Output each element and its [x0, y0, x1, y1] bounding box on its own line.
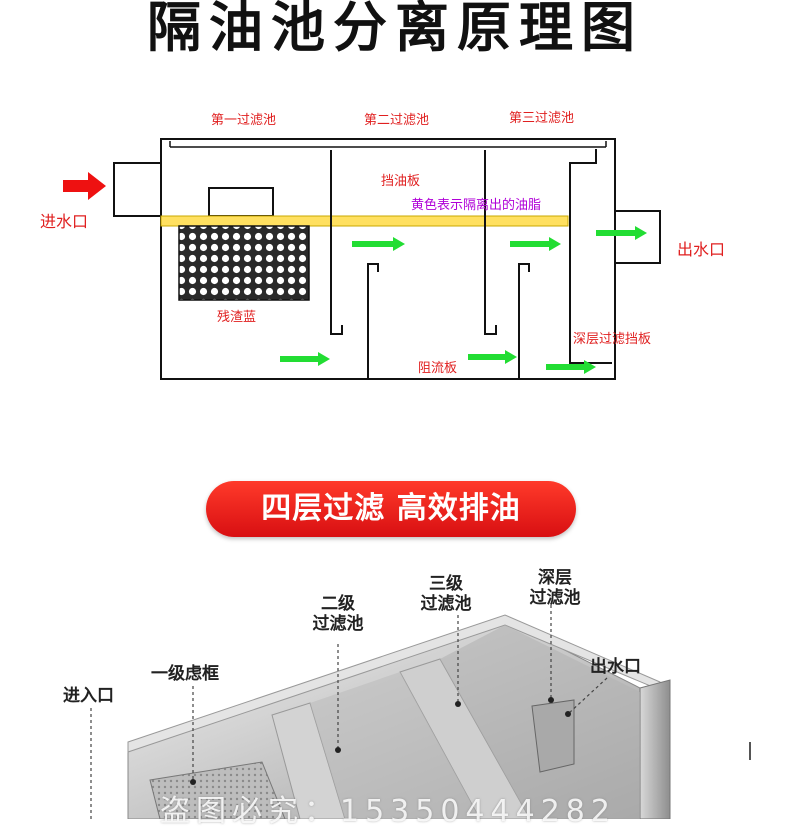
label-baffle: 挡油板	[381, 174, 421, 189]
photo-label-deep: 深层 过滤池	[520, 568, 590, 608]
photo-label-pool-3-line-1: 三级	[429, 574, 463, 594]
label-inlet: 进水口	[40, 212, 89, 231]
label-chamber-3: 第三过滤池	[509, 111, 575, 126]
photo-label-pool-2-line-1: 二级	[321, 594, 355, 614]
label-deep-filter: 深层过滤挡板	[573, 332, 652, 347]
watermark: 盗图必究：15350444282	[160, 794, 616, 829]
label-flow-plate: 阻流板	[418, 361, 458, 376]
page-title: 隔油池分离原理图	[147, 0, 643, 59]
photo-label-pool-3: 三级 过滤池	[411, 574, 481, 614]
label-residue-basket: 残渣蓝	[217, 310, 257, 325]
photo-label-deep-line-1: 深层	[538, 568, 572, 588]
partition-1	[271, 702, 346, 819]
inlet-arrow	[63, 172, 106, 200]
label-outlet: 出水口	[677, 240, 726, 259]
label-chamber-1: 第一过滤池	[211, 113, 277, 128]
photo-label-pool-3-line-2: 过滤池	[420, 594, 472, 614]
photo-label-pool-2: 二级 过滤池	[303, 594, 373, 634]
photo-label-outlet: 出水口	[590, 657, 641, 677]
photo-label-inlet: 进入口	[63, 686, 114, 706]
residue-basket	[178, 225, 310, 301]
outlet-box	[531, 699, 575, 773]
photo-label-frame-1: 一级虑框	[151, 664, 219, 684]
label-chamber-2: 第二过滤池	[364, 113, 430, 128]
partition-2	[399, 658, 531, 819]
inlet-pipe	[113, 162, 162, 217]
filter-basket	[149, 761, 286, 819]
banner-text: 四层过滤 高效排油	[261, 491, 521, 526]
photo-label-deep-line-2: 过滤池	[529, 588, 581, 608]
oil-layer	[160, 215, 569, 227]
separation-diagram	[63, 138, 661, 380]
label-oil-note: 黄色表示隔离出的油脂	[411, 198, 542, 213]
photo-label-pool-2-line-2: 过滤池	[312, 614, 364, 634]
banner: 四层过滤 高效排油	[206, 481, 576, 537]
product-photo	[90, 605, 751, 819]
flow-arrows	[280, 226, 647, 374]
